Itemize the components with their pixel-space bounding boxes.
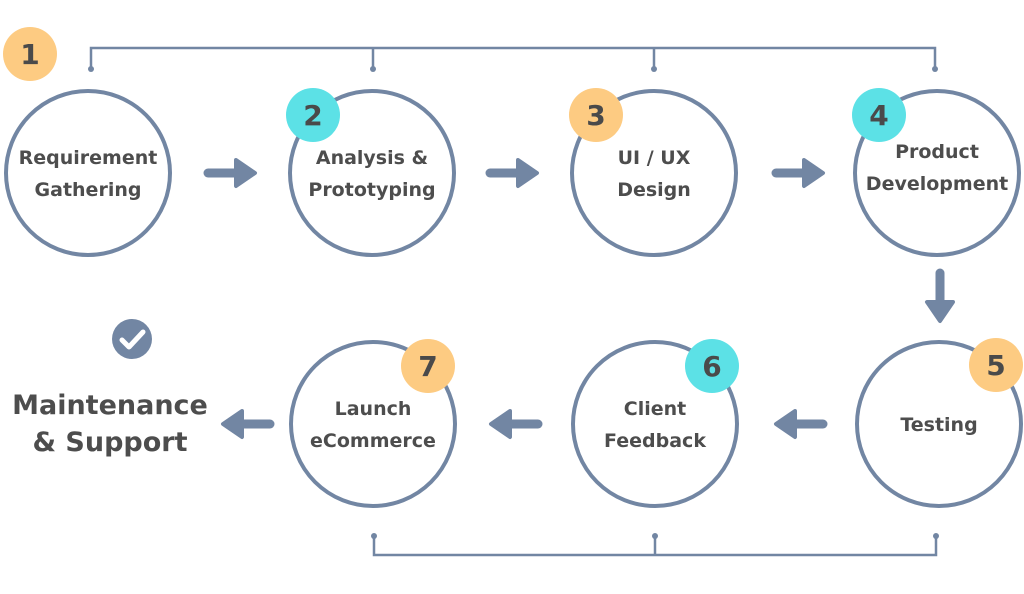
arrow-down	[925, 268, 955, 323]
step-number: 3	[586, 99, 605, 132]
final-label-line-1: Maintenance	[12, 390, 208, 421]
final-label-line-2: & Support	[32, 427, 187, 458]
step-number: 7	[418, 350, 437, 383]
step-label-line: Requirement	[19, 147, 158, 169]
arrow-left-2	[489, 409, 543, 439]
step-number-badge: 2	[286, 88, 340, 142]
step-number: 1	[20, 38, 39, 71]
arrow-left-3	[221, 409, 275, 439]
step-number: 4	[869, 99, 888, 132]
arrow-right-2	[485, 158, 539, 188]
step-number-badge: 4	[852, 88, 906, 142]
step-number: 6	[702, 350, 721, 383]
step-number: 2	[303, 99, 322, 132]
step-label-line: Client	[624, 398, 686, 420]
step-label-line: Development	[866, 173, 1008, 195]
arrow-right-3	[771, 158, 825, 188]
step-label-line: Testing	[900, 414, 977, 436]
step-2: Analysis & Prototyping 2	[286, 88, 456, 257]
step-label-line: eCommerce	[310, 430, 436, 452]
step-3: UI / UX Design 3	[569, 88, 738, 257]
step-label-line: Gathering	[35, 179, 142, 201]
step-number-badge: 7	[401, 339, 455, 393]
step-label-line: Feedback	[604, 430, 706, 452]
step-number: 5	[986, 349, 1005, 382]
step-circle	[4, 89, 172, 257]
step-label-line: Product	[895, 141, 979, 163]
step-label-line: UI / UX	[618, 147, 691, 169]
step-label-line: Analysis &	[316, 147, 428, 169]
arrow-left-1	[774, 409, 828, 439]
step-label-line: Prototyping	[308, 179, 435, 201]
bottom-bracket-dots	[371, 533, 939, 539]
bottom-bracket	[372, 536, 938, 557]
check-circle-icon	[112, 319, 152, 359]
final-step: Maintenance & Support	[12, 319, 208, 458]
step-5: Testing 5	[855, 338, 1023, 508]
step-number-badge: 1	[3, 27, 57, 81]
step-number-badge: 5	[969, 338, 1023, 392]
step-number-badge: 6	[685, 339, 739, 393]
step-number-badge: 3	[569, 88, 623, 142]
arrow-right-1	[203, 158, 257, 188]
step-label-line: Design	[617, 179, 691, 201]
step-label-line: Launch	[335, 398, 412, 420]
top-bracket-dots	[88, 66, 938, 72]
step-7: Launch eCommerce 7	[289, 339, 457, 508]
top-bracket	[89, 46, 937, 69]
